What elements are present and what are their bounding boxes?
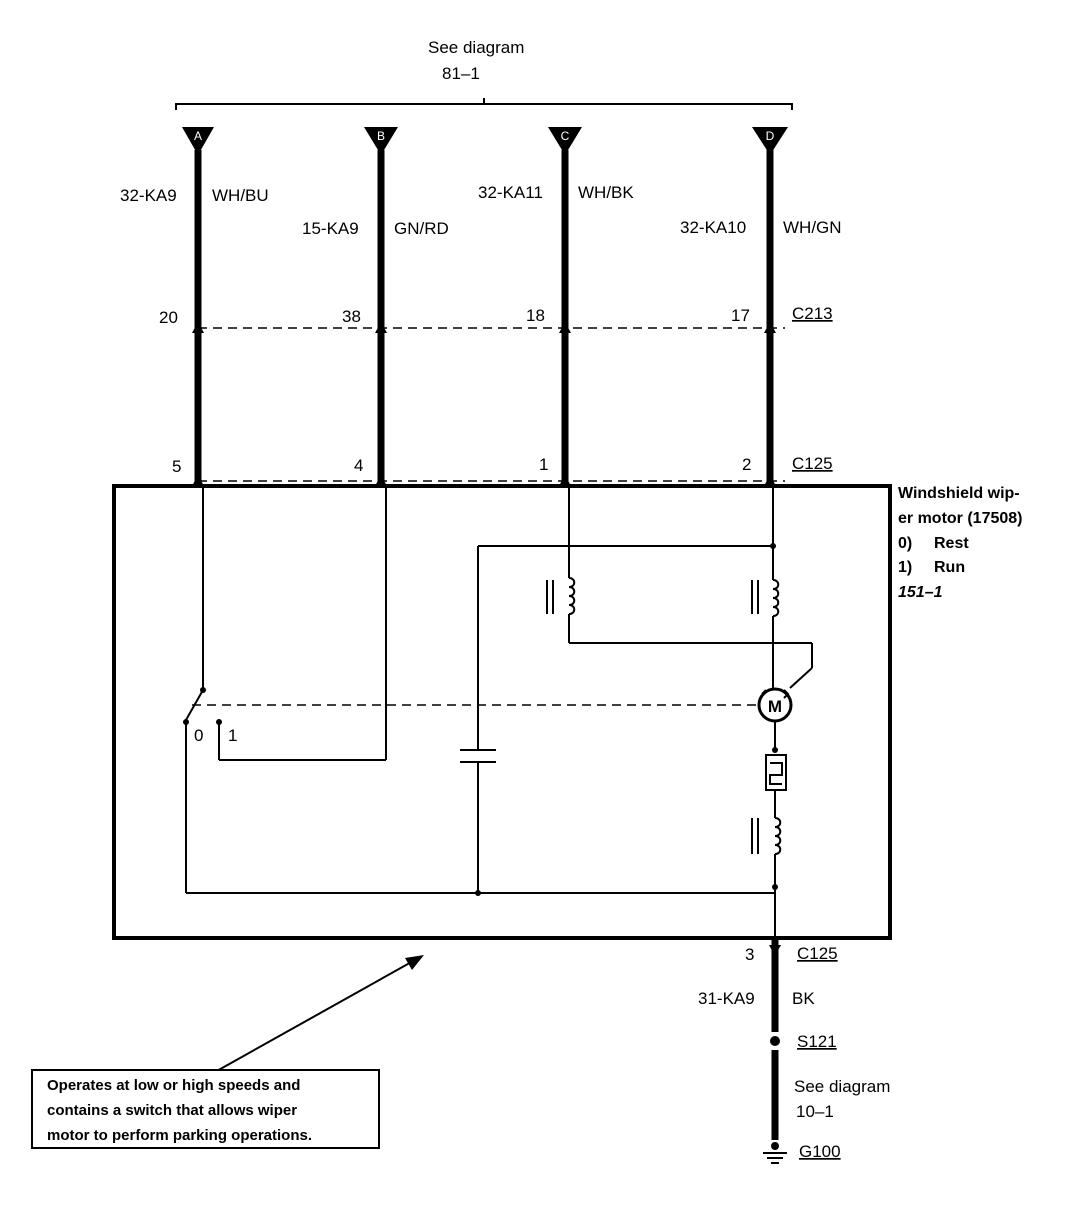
wire-B-color: GN/RD	[394, 219, 449, 238]
c213-pin-marks	[192, 322, 776, 333]
note-line3: motor to perform parking operations.	[47, 1127, 312, 1144]
note-line1: Operates at low or high speeds and	[47, 1077, 300, 1094]
c125-pin-D: 2	[742, 455, 751, 474]
see-diagram-top-line1: See diagram	[428, 38, 524, 57]
top-brace	[175, 98, 793, 110]
connector-A: A	[182, 127, 214, 155]
note-box	[31, 1069, 380, 1149]
see-diagram-top-line2: 81–1	[442, 64, 480, 83]
state-1-number: 1)	[898, 559, 912, 576]
c213-pin-D: 17	[731, 306, 750, 325]
c125-bottom-label: C125	[797, 944, 838, 963]
connector-B: B	[364, 127, 398, 155]
see-diagram-bottom-line1: See diagram	[794, 1077, 890, 1096]
component-reference: 151–1	[898, 584, 943, 601]
ground-circuit-number: 31-KA9	[698, 989, 755, 1008]
component-name-line1: Windshield wip-	[898, 485, 1020, 502]
splice-dot	[770, 1036, 780, 1046]
c213-pin-A: 20	[159, 308, 178, 327]
internal-circuit	[183, 486, 813, 938]
c125-top-pin-marks	[192, 475, 776, 486]
wire-C-circuit: 32-KA11	[478, 183, 543, 202]
note-arrow-line	[214, 959, 416, 1073]
c125-pin-A: 5	[172, 457, 181, 476]
c125-bottom-pin: 3	[745, 945, 754, 964]
svg-text:C: C	[561, 129, 570, 143]
state-1-label: Run	[934, 559, 965, 576]
wire-C-color: WH/BK	[578, 183, 634, 202]
wire-D-color: WH/GN	[783, 218, 842, 237]
connector-D: D	[752, 127, 788, 155]
switch-pos-1: 1	[228, 726, 237, 745]
c125-bottom-pin-mark	[769, 945, 781, 956]
see-diagram-bottom-line2: 10–1	[796, 1102, 834, 1121]
ground-icon	[763, 1142, 787, 1164]
svg-text:M: M	[768, 697, 782, 716]
svg-text:B: B	[377, 129, 385, 143]
c213-pin-B: 38	[342, 307, 361, 326]
switch-pos-0: 0	[194, 726, 203, 745]
splice-label: S121	[797, 1032, 837, 1051]
note-line2: contains a switch that allows wiper	[47, 1102, 297, 1119]
state-0-label: Rest	[934, 535, 969, 552]
svg-text:A: A	[194, 129, 202, 143]
svg-text:D: D	[766, 129, 775, 143]
c213-pin-C: 18	[526, 306, 545, 325]
c213-label: C213	[792, 304, 833, 323]
wire-A-circuit: 32-KA9	[120, 186, 177, 205]
c125-top-label: C125	[792, 454, 833, 473]
motor-symbol: M	[757, 687, 793, 723]
c125-pin-C: 1	[539, 455, 548, 474]
note-arrow-head	[405, 955, 424, 970]
connector-C: C	[548, 127, 582, 155]
component-name-line2: er motor (17508)	[898, 510, 1023, 527]
wire-A-color: WH/BU	[212, 186, 269, 205]
wire-D-circuit: 32-KA10	[680, 218, 746, 237]
wiper-motor-component-box	[112, 484, 892, 940]
c125-pin-B: 4	[354, 456, 363, 475]
state-0-number: 0)	[898, 535, 912, 552]
wire-B-circuit: 15-KA9	[302, 219, 359, 238]
ground-label: G100	[799, 1142, 841, 1161]
ground-circuit-color: BK	[792, 989, 815, 1008]
